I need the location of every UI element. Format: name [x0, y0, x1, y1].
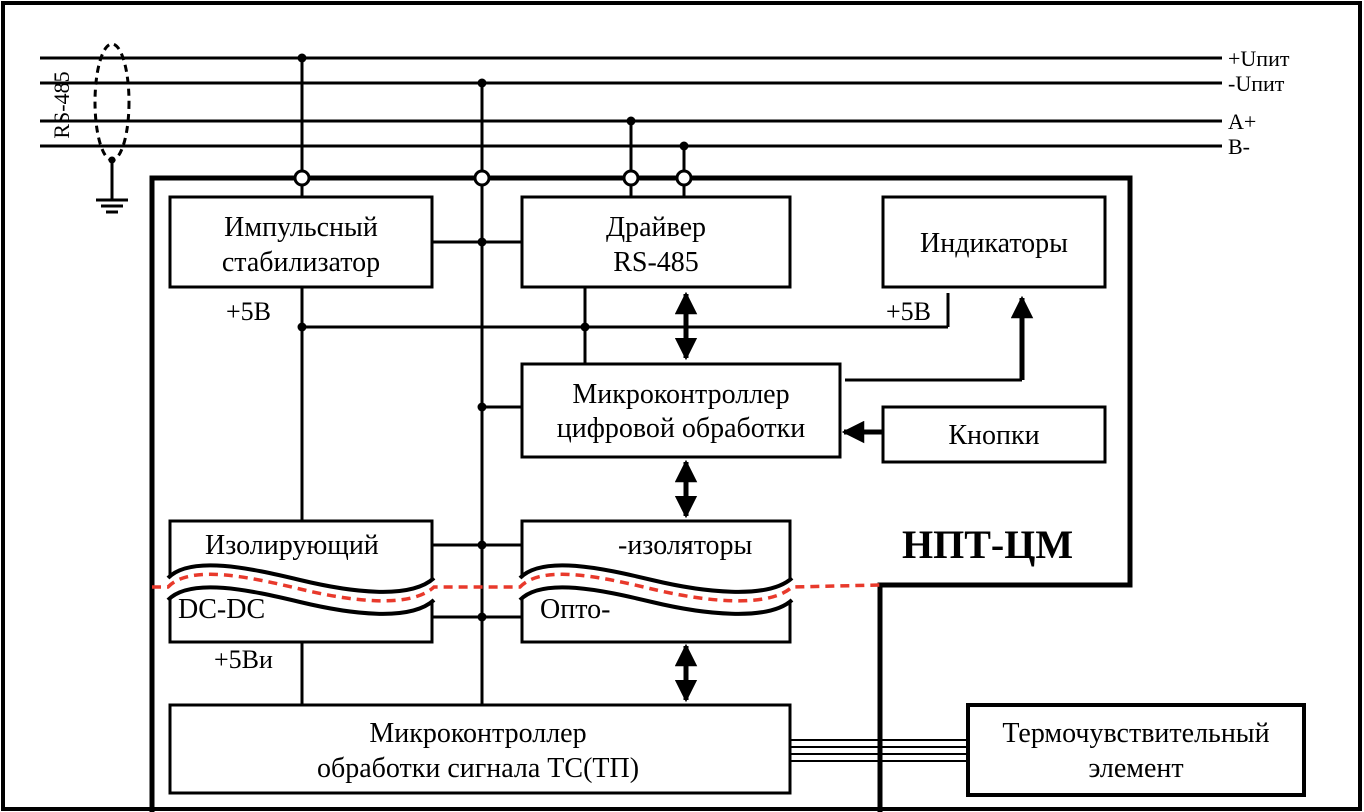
rail-label-5v-isolated: +5Ви	[214, 645, 273, 674]
svg-text:Микроконтроллер: Микроконтроллер	[572, 379, 789, 410]
svg-text:цифровой обработки: цифровой обработки	[557, 413, 806, 444]
svg-text:Кнопки: Кнопки	[948, 420, 1039, 451]
sensor-cable	[790, 739, 968, 762]
rail-label-5v-right: +5В	[886, 297, 931, 326]
stabilizer-block: Импульсный стабилизатор	[168, 195, 434, 289]
rail-label-5v-left: +5В	[226, 297, 271, 326]
mcu-signal-block: Микроконтроллер обработки сигнала ТС(ТП)	[168, 703, 792, 795]
svg-text:обработки сигнала ТС(ТП): обработки сигнала ТС(ТП)	[317, 753, 639, 784]
bus-label-vminus: -Uпит	[1228, 71, 1285, 96]
interface-label: RS-485	[49, 71, 74, 138]
bus-label-b: B-	[1228, 134, 1250, 159]
svg-text:элемент: элемент	[1088, 753, 1183, 784]
svg-text:-изоляторы: -изоляторы	[618, 530, 753, 561]
svg-text:Импульсный: Импульсный	[224, 212, 378, 243]
svg-text:Индикаторы: Индикаторы	[920, 228, 1068, 259]
svg-text:Термочувствительный: Термочувствительный	[1002, 718, 1269, 749]
bus-label-a: A+	[1228, 109, 1256, 134]
terminals	[293, 169, 693, 187]
isolation-barrier	[152, 572, 881, 603]
sensor-block: Термочувствительный элемент	[966, 703, 1306, 797]
mcu-digital-block: Микроконтроллер цифровой обработки	[520, 362, 842, 459]
indicators-block: Индикаторы	[881, 195, 1107, 289]
svg-text:Микроконтроллер: Микроконтроллер	[369, 718, 586, 749]
ground-symbol	[96, 160, 128, 214]
device-enclosure	[149, 175, 1133, 812]
svg-text:стабилизатор: стабилизатор	[222, 247, 380, 278]
buttons-block: Кнопки	[881, 405, 1107, 464]
cable-shield	[93, 42, 131, 162]
signal-arrows	[674, 291, 1034, 703]
svg-text:DC-DC: DC-DC	[178, 594, 265, 625]
svg-text:RS-485: RS-485	[613, 247, 699, 278]
ground-junction	[108, 156, 116, 164]
bus-label-vplus: +Uпит	[1228, 46, 1290, 71]
svg-text:Драйвер: Драйвер	[606, 212, 706, 243]
svg-text:Опто-: Опто-	[540, 594, 610, 625]
svg-text:Изолирующий: Изолирующий	[205, 530, 379, 561]
junctions	[297, 53, 689, 622]
driver-block: Драйвер RS-485	[520, 195, 792, 289]
device-name: НПТ-ЦМ	[902, 522, 1073, 567]
